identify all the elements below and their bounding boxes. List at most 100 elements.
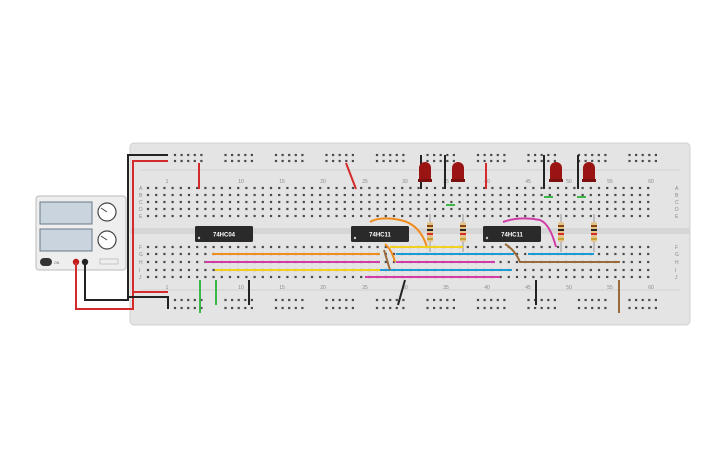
breadboard-hole[interactable] [204,207,207,211]
breadboard-hole[interactable] [384,260,387,264]
breadboard-hole[interactable] [584,306,587,310]
breadboard-hole[interactable] [389,153,392,157]
breadboard-hole[interactable] [163,275,166,279]
breadboard-hole[interactable] [474,214,478,218]
breadboard-hole[interactable] [187,268,191,272]
breadboard-hole[interactable] [368,214,371,218]
breadboard-hole[interactable] [269,186,273,190]
breadboard-hole[interactable] [638,200,642,204]
breadboard-hole[interactable] [196,245,199,249]
breadboard-hole[interactable] [647,193,650,197]
breadboard-hole[interactable] [351,306,354,310]
breadboard-hole[interactable] [532,275,535,279]
breadboard-hole[interactable] [577,306,581,310]
breadboard-hole[interactable] [433,153,436,157]
breadboard-hole[interactable] [496,153,499,157]
breadboard-hole[interactable] [288,159,291,163]
breadboard-hole[interactable] [442,214,445,218]
breadboard-hole[interactable] [524,207,527,211]
breadboard-hole[interactable] [450,214,453,218]
breadboard-hole[interactable] [581,207,584,211]
breadboard-hole[interactable] [253,245,256,249]
breadboard-hole[interactable] [584,159,587,163]
breadboard-hole[interactable] [220,193,223,197]
breadboard-hole[interactable] [286,245,289,249]
breadboard-hole[interactable] [597,306,600,310]
breadboard-hole[interactable] [204,200,207,204]
breadboard-hole[interactable] [548,186,551,190]
breadboard-hole[interactable] [654,298,657,302]
breadboard-hole[interactable] [294,153,297,157]
breadboard-hole[interactable] [647,207,650,211]
breadboard-hole[interactable] [515,245,519,249]
breadboard-hole[interactable] [524,252,527,256]
breadboard-hole[interactable] [395,298,398,302]
breadboard-hole[interactable] [630,193,633,197]
breadboard-hole[interactable] [491,186,494,190]
breadboard-hole[interactable] [540,275,543,279]
breadboard-hole[interactable] [351,200,355,204]
breadboard-hole[interactable] [433,207,437,211]
breadboard-hole[interactable] [417,193,420,197]
breadboard-hole[interactable] [269,200,273,204]
breadboard-hole[interactable] [335,186,338,190]
breadboard-hole[interactable] [401,207,404,211]
breadboard-hole[interactable] [540,193,543,197]
breadboard-hole[interactable] [433,200,437,204]
breadboard-hole[interactable] [193,306,196,310]
breadboard-hole[interactable] [319,214,322,218]
breadboard-hole[interactable] [606,214,609,218]
breadboard-hole[interactable] [253,207,256,211]
breadboard-hole[interactable] [638,275,642,279]
breadboard-hole[interactable] [515,200,519,204]
breadboard-hole[interactable] [622,193,625,197]
breadboard-hole[interactable] [231,159,234,163]
wire-brown-2[interactable] [383,249,391,271]
breadboard-hole[interactable] [532,186,535,190]
breadboard-hole[interactable] [250,298,253,302]
breadboard-hole[interactable] [483,153,486,157]
breadboard-hole[interactable] [220,207,223,211]
resistor-icon[interactable] [558,214,564,252]
breadboard-hole[interactable] [573,245,576,249]
breadboard-hole[interactable] [565,193,568,197]
breadboard-hole[interactable] [425,214,428,218]
breadboard-hole[interactable] [503,153,506,157]
breadboard-hole[interactable] [343,275,346,279]
breadboard-hole[interactable] [163,268,166,272]
breadboard-hole[interactable] [351,159,354,163]
breadboard-hole[interactable] [524,200,527,204]
breadboard-hole[interactable] [450,186,453,190]
breadboard-hole[interactable] [547,298,550,302]
breadboard-hole[interactable] [409,207,412,211]
breadboard-hole[interactable] [573,186,576,190]
breadboard-hole[interactable] [589,268,592,272]
black-lead[interactable] [84,154,168,301]
breadboard-hole[interactable] [442,207,445,211]
breadboard-hole[interactable] [343,193,346,197]
breadboard-hole[interactable] [638,186,642,190]
breadboard-hole[interactable] [573,207,576,211]
breadboard-hole[interactable] [483,245,486,249]
breadboard-hole[interactable] [163,214,166,218]
breadboard-hole[interactable] [212,186,215,190]
breadboard-hole[interactable] [524,268,527,272]
breadboard-hole[interactable] [231,306,234,310]
breadboard-hole[interactable] [442,186,445,190]
breadboard-hole[interactable] [499,200,502,204]
breadboard-hole[interactable] [474,200,478,204]
breadboard-hole[interactable] [155,268,158,272]
breadboard-hole[interactable] [302,200,305,204]
breadboard-hole[interactable] [507,214,510,218]
breadboard-hole[interactable] [301,153,304,157]
breadboard-hole[interactable] [589,245,592,249]
breadboard-hole[interactable] [281,153,284,157]
breadboard-hole[interactable] [573,200,576,204]
breadboard-hole[interactable] [622,207,625,211]
breadboard-hole[interactable] [146,193,150,197]
breadboard-hole[interactable] [294,245,297,249]
breadboard-hole[interactable] [360,200,363,204]
breadboard-hole[interactable] [146,207,150,211]
breadboard-hole[interactable] [524,275,527,279]
breadboard-hole[interactable] [584,298,587,302]
